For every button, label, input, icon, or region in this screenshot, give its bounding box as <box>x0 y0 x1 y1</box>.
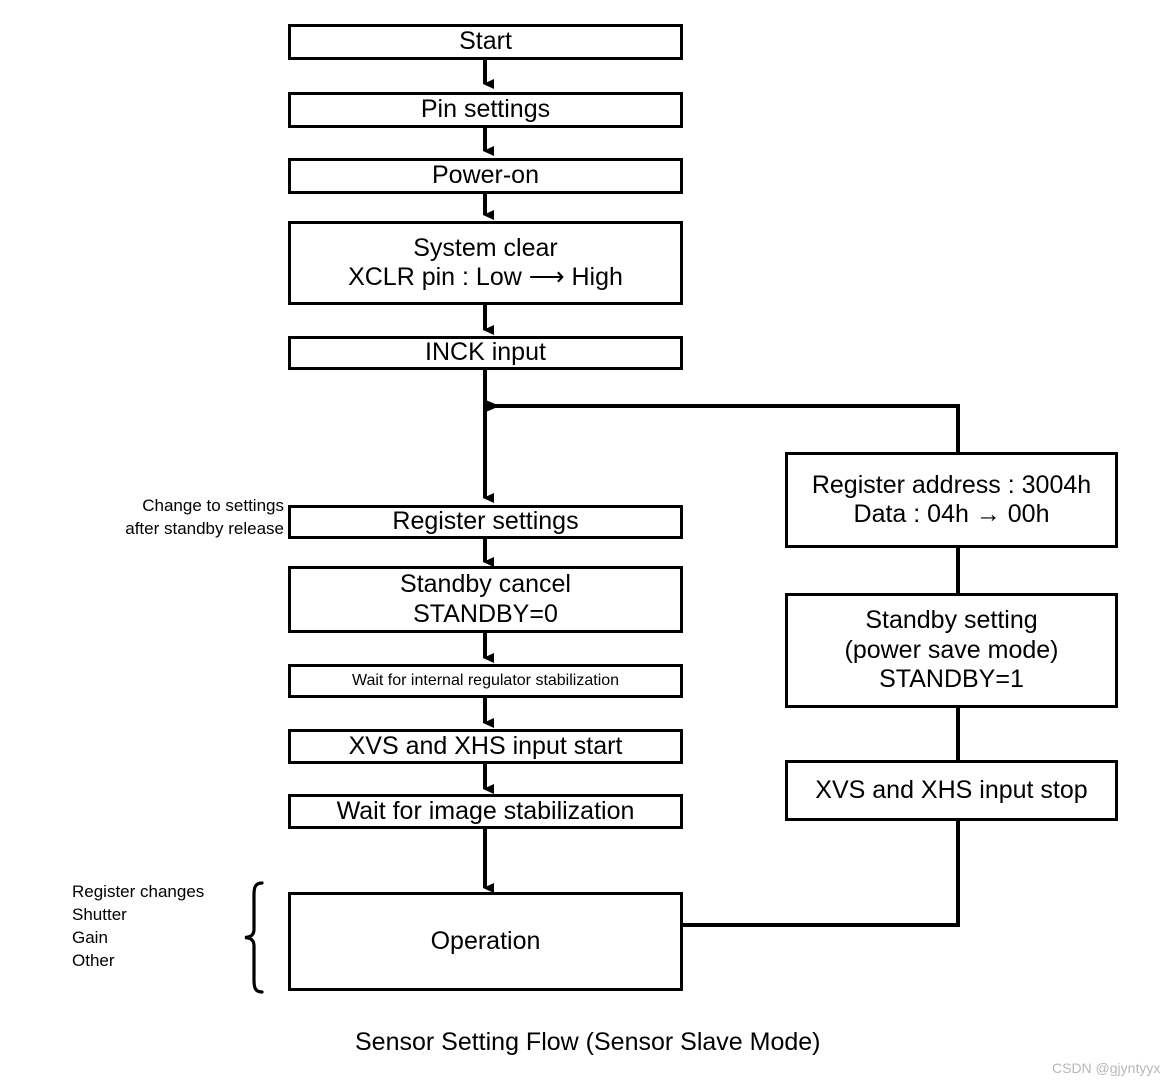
node-wait-regulator-line-0: Wait for internal regulator stabilizatio… <box>351 671 620 689</box>
node-standby-setting-line-1: (power save mode) <box>844 635 1059 664</box>
node-standby-cancel[interactable]: Standby cancel STANDBY=0 <box>288 566 683 633</box>
node-xvs-xhs-start-line-0: XVS and XHS input start <box>348 731 623 760</box>
node-system-clear-line-1: XCLR pin : Low ⟶ High <box>348 263 623 291</box>
node-standby-setting[interactable]: Standby setting (power save mode) STANDB… <box>785 593 1118 708</box>
node-operation-line-0: Operation <box>430 926 541 955</box>
node-system-clear[interactable]: System clear XCLR pin : Low ⟶ High <box>288 221 683 305</box>
node-standby-cancel-line-1: STANDBY=0 <box>413 599 558 628</box>
node-start-line-0: Start <box>459 27 512 56</box>
node-pin-settings[interactable]: Pin settings <box>288 92 683 128</box>
node-register-settings-line-0: Register settings <box>392 507 579 536</box>
annotation-register-note: Change to settings after standby release <box>125 496 284 538</box>
node-standby-setting-line-2: STANDBY=1 <box>879 665 1024 694</box>
node-standby-setting-line-0: Standby setting <box>865 606 1038 635</box>
node-wait-image-line-0: Wait for image stabilization <box>336 796 635 825</box>
node-system-clear-line-0: System clear <box>413 233 558 262</box>
node-pin-settings-line-0: Pin settings <box>420 95 551 124</box>
node-wait-regulator[interactable]: Wait for internal regulator stabilizatio… <box>288 664 683 698</box>
node-inck-input[interactable]: INCK input <box>288 336 683 370</box>
node-power-on-line-0: Power-on <box>432 161 539 190</box>
node-inck-input-line-0: INCK input <box>425 338 546 367</box>
diagram-caption: Sensor Setting Flow (Sensor Slave Mode) <box>355 1028 821 1056</box>
node-register-settings[interactable]: Register settings <box>288 505 683 539</box>
loop-registeraddress-to-mainline <box>487 400 960 452</box>
annotation-operation-note: Register changes Shutter Gain Other <box>72 882 205 970</box>
node-operation[interactable]: Operation <box>288 892 683 991</box>
node-xvs-xhs-start[interactable]: XVS and XHS input start <box>288 729 683 764</box>
node-register-address-line-1: Data : 04h → 00h <box>853 500 1050 528</box>
node-xvs-xhs-stop[interactable]: XVS and XHS input stop <box>785 760 1118 821</box>
node-xvs-xhs-stop-line-0: XVS and XHS input stop <box>815 775 1088 804</box>
watermark-text: CSDN @gjyntyyx <box>1052 1060 1161 1076</box>
node-register-address[interactable]: Register address : 3004h Data : 04h → 00… <box>785 452 1118 548</box>
loop-operation-to-registeraddress <box>683 722 960 927</box>
node-register-address-line-0: Register address : 3004h <box>811 470 1092 499</box>
curly-brace-icon <box>244 881 264 994</box>
node-wait-image[interactable]: Wait for image stabilization <box>288 794 683 829</box>
node-start[interactable]: Start <box>288 24 683 60</box>
node-power-on[interactable]: Power-on <box>288 158 683 194</box>
node-standby-cancel-line-0: Standby cancel <box>400 570 571 598</box>
